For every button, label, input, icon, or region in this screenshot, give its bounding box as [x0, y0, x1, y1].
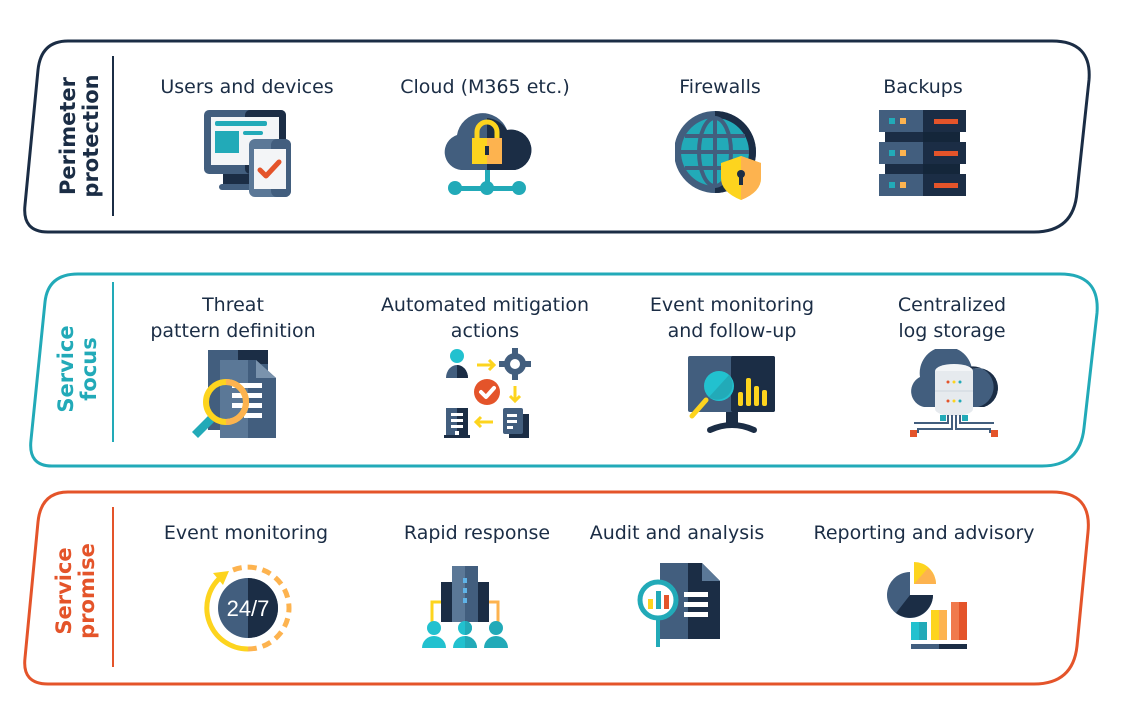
item-title: Rapid response: [403, 522, 551, 544]
service-focus-frame: [29, 272, 1099, 468]
globe-shield-icon: [675, 110, 767, 202]
item-title: Users and devices: [160, 76, 334, 98]
cloud-database-icon: [908, 349, 1000, 441]
section-perimeter-protection: Perimeter protection Users and devices C…: [0, 0, 1123, 240]
pie-bar-chart-icon: [880, 560, 972, 654]
workflow-automation-icon: [443, 348, 533, 440]
section-label: Service promise: [52, 543, 99, 639]
building-team-icon: [421, 564, 511, 650]
section-label: Service focus: [54, 325, 101, 413]
item-firewalls: Firewalls: [600, 74, 840, 100]
server-rack-icon: [879, 110, 969, 198]
section-label: Perimeter protection: [56, 74, 103, 198]
section-divider: [112, 56, 114, 216]
item-title: Reporting and advisory: [813, 522, 1035, 544]
clock-24-7-icon: 24/7: [201, 561, 295, 655]
item-threat-pattern-definition: Threat pattern definition: [113, 292, 353, 344]
item-event-monitoring-follow-up: Event monitoring and follow-up: [612, 292, 852, 344]
item-title: Audit and analysis: [589, 522, 765, 544]
item-cloud-m365: Cloud (M365 etc.): [365, 74, 605, 100]
service-promise-frame: [23, 490, 1090, 686]
item-title: Automated mitigation actions: [380, 294, 590, 342]
item-title: Backups: [883, 76, 963, 98]
report-analysis-icon: [632, 561, 724, 653]
clock-badge-text: 24/7: [227, 596, 270, 621]
section-divider: [112, 282, 114, 442]
item-title: Centralized log storage: [897, 294, 1007, 342]
item-title: Threat pattern definition: [150, 294, 316, 342]
item-users-and-devices: Users and devices: [127, 74, 367, 100]
item-title: Event monitoring and follow-up: [649, 294, 815, 342]
item-event-monitoring: Event monitoring: [126, 520, 366, 546]
item-automated-mitigation-actions: Automated mitigation actions: [365, 292, 605, 344]
item-backups: Backups: [803, 74, 1043, 100]
item-rapid-response: Rapid response: [357, 520, 597, 546]
section-divider: [112, 507, 114, 667]
cloud-lock-icon: [441, 108, 533, 200]
item-centralized-log-storage: Centralized log storage: [832, 292, 1072, 344]
item-title: Firewalls: [679, 76, 761, 98]
item-title: Event monitoring: [163, 522, 329, 544]
item-title: Cloud (M365 etc.): [400, 76, 570, 98]
item-audit-and-analysis: Audit and analysis: [557, 520, 797, 546]
document-magnifier-icon: [188, 350, 280, 440]
monitor-tablet-check-icon: [203, 109, 293, 199]
item-reporting-and-advisory: Reporting and advisory: [804, 520, 1044, 546]
monitor-analytics-icon: [688, 356, 778, 436]
